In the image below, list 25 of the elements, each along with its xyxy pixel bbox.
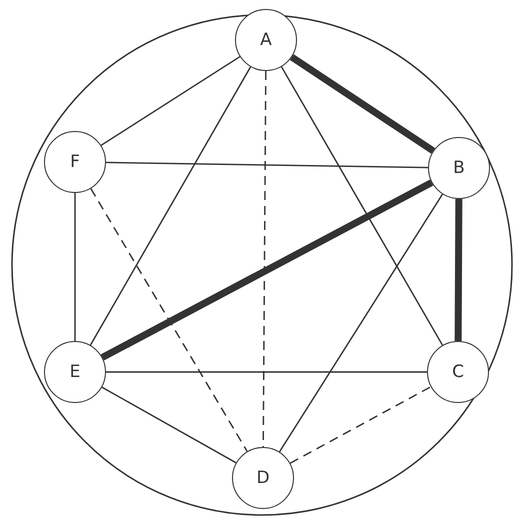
node-circle [44,341,106,403]
dashed-line [262,71,266,447]
connector-line [74,193,76,341]
node-circle [232,447,294,509]
node-letter: E [70,362,80,382]
dashed-line [90,188,248,452]
connector-line [278,194,444,452]
connector-line [102,386,236,464]
connector-line [106,371,427,373]
node-circle [44,131,106,193]
thick-line [290,54,436,154]
thick-line [100,179,434,361]
node-letter: C [452,362,464,382]
node-circle [428,137,490,199]
connector-line [106,162,428,168]
connector-line [100,56,240,146]
node-letter: A [260,30,272,50]
node-letter: F [70,152,80,172]
node-circle [235,9,297,71]
thick-line [454,198,462,342]
node-letter: B [453,158,465,178]
node-letter: D [256,468,270,488]
connector-line [280,66,444,346]
dashed-line [290,386,432,464]
connector-line [90,66,252,346]
